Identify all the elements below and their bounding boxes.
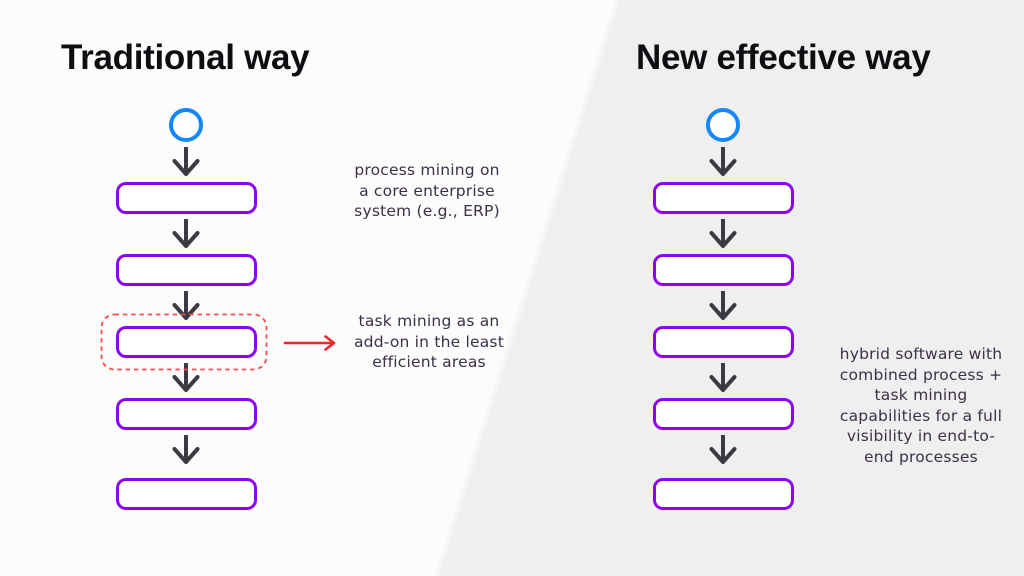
down-arrow-icon [172,435,200,464]
down-arrow-icon [709,363,737,392]
process-step-box [115,254,257,286]
process-mining-annotation: process mining on a core enterprise syst… [354,161,500,220]
process-step-box [652,254,794,286]
down-arrow-icon [709,291,737,320]
down-arrow-icon [172,219,200,248]
down-arrow-icon [709,147,737,176]
down-arrow-icon [172,147,200,176]
down-arrow-icon [709,435,737,464]
process-step-box [652,182,794,214]
process-step-box [115,478,257,510]
process-step-box [115,326,257,358]
start-node-circle-icon [706,108,740,142]
down-arrow-icon [709,219,737,248]
down-arrow-icon [172,363,200,392]
process-step-box [652,326,794,358]
start-node-circle-icon [169,108,203,142]
process-step-box [115,398,257,430]
new-effective-way-heading: New effective way [636,38,931,77]
process-step-box [652,398,794,430]
right-arrow-icon [283,334,339,352]
highlight-dashed-frame [100,313,268,371]
hybrid-software-annotation: hybrid software with combined process + … [839,345,1003,466]
new-flowchart [652,108,794,510]
down-arrow-icon [172,291,200,320]
process-step-box [115,182,257,214]
task-mining-annotation: task mining as an add-on in the least ef… [353,312,504,371]
traditional-flowchart [115,108,257,510]
traditional-way-heading: Traditional way [61,38,310,77]
process-step-box [652,478,794,510]
